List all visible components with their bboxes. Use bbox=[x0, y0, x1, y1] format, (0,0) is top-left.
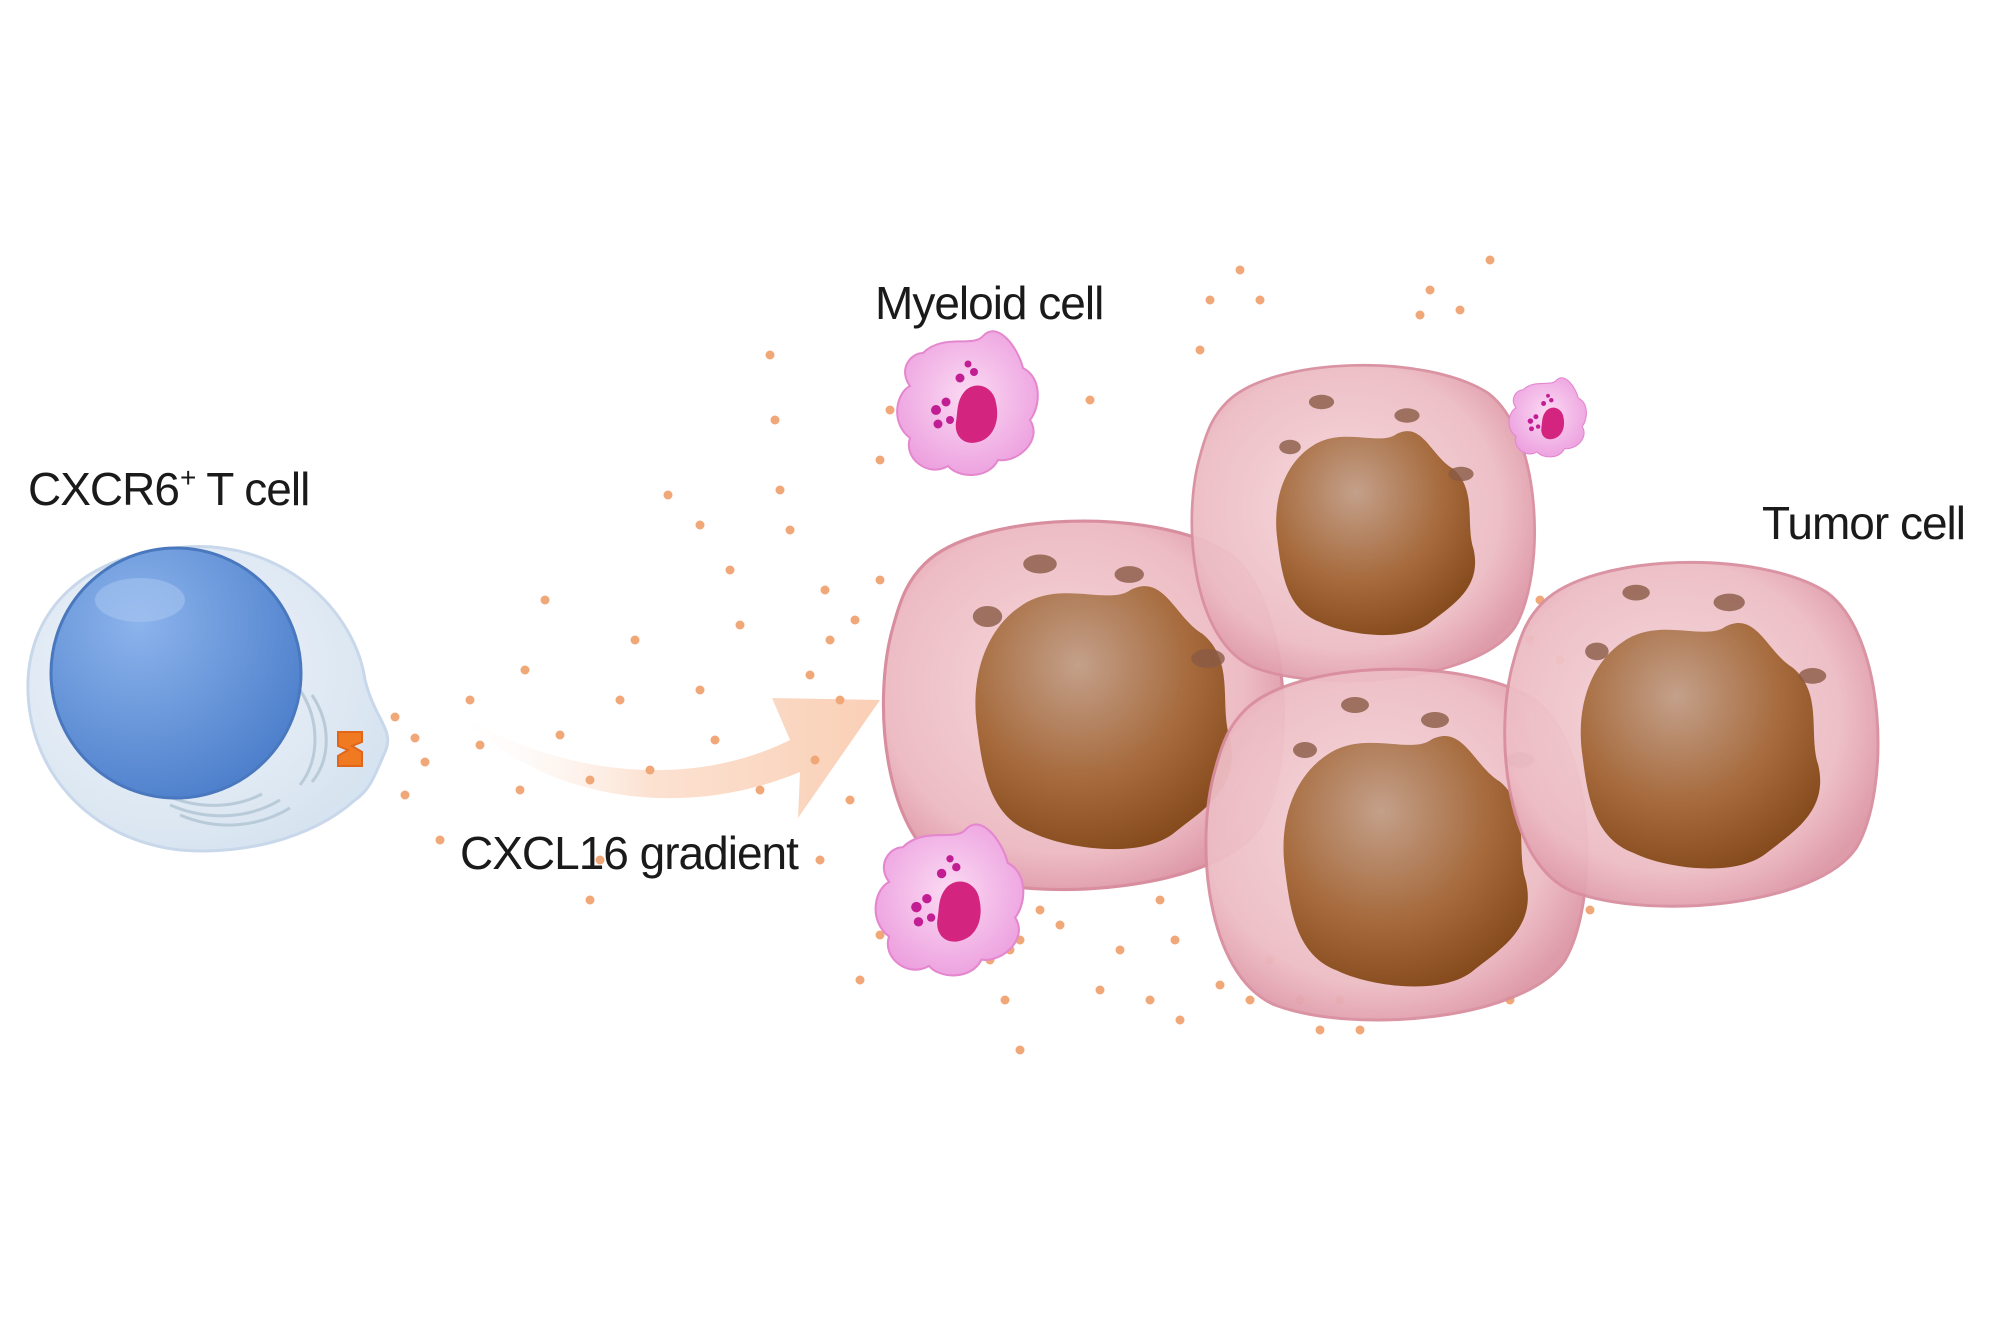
chemokine-dot bbox=[520, 665, 530, 675]
chemokine-dot bbox=[1055, 920, 1065, 930]
gradient-arrow bbox=[460, 698, 880, 818]
chemokine-dot bbox=[555, 730, 565, 740]
chemokine-dot bbox=[1485, 255, 1495, 265]
chemokine-dot bbox=[735, 620, 745, 630]
chemokine-dot bbox=[855, 975, 865, 985]
chemokine-dot bbox=[1315, 1025, 1325, 1035]
myeloid-cell bbox=[1508, 377, 1587, 458]
chemokine-dot bbox=[1095, 985, 1105, 995]
chemokine-dot bbox=[585, 895, 595, 905]
chemokine-dot bbox=[390, 712, 400, 722]
cxcr6-receptor bbox=[337, 731, 363, 767]
chemokine-dot bbox=[585, 775, 595, 785]
chemokine-dot bbox=[815, 855, 825, 865]
chemokine-dot bbox=[725, 565, 735, 575]
chemokine-dot bbox=[695, 520, 705, 530]
myeloid-cell bbox=[874, 823, 1025, 977]
chemokine-dot bbox=[1000, 995, 1010, 1005]
chemokine-dot bbox=[630, 635, 640, 645]
chemokine-dot bbox=[785, 525, 795, 535]
golgi-apparatus bbox=[164, 689, 328, 827]
chemokine-dot bbox=[695, 685, 705, 695]
chemokine-dot bbox=[875, 455, 885, 465]
chemokine-dot bbox=[710, 735, 720, 745]
chemokine-dot bbox=[770, 415, 780, 425]
chemokine-dot bbox=[810, 755, 820, 765]
chemokine-dot bbox=[1215, 980, 1225, 990]
chemokine-dot bbox=[1115, 945, 1125, 955]
t-cell bbox=[26, 545, 390, 853]
tumor-cluster bbox=[881, 363, 1880, 1022]
t-cell-label: CXCR6+ T cell bbox=[28, 462, 310, 516]
chemokine-dot bbox=[820, 585, 830, 595]
chemokine-dot bbox=[835, 695, 845, 705]
t-cell-nucleus bbox=[49, 546, 303, 800]
chemokine-dot bbox=[1235, 265, 1245, 275]
tumor-cell bbox=[1190, 363, 1537, 683]
chemokine-dot bbox=[1455, 305, 1465, 315]
tumor-cell bbox=[881, 519, 1286, 892]
tumor-cell bbox=[1503, 560, 1880, 908]
gradient-label: CXCL16 gradient bbox=[460, 827, 799, 879]
chemokine-dot bbox=[645, 765, 655, 775]
t-cell-label-suffix: T cell bbox=[195, 463, 310, 515]
nucleus-highlight bbox=[95, 578, 185, 622]
chemokine-dot bbox=[1195, 345, 1205, 355]
chemokine-dot bbox=[1255, 295, 1265, 305]
chemokine-dot bbox=[755, 785, 765, 795]
chemokine-dot bbox=[1170, 935, 1180, 945]
chemokine-dot bbox=[1585, 905, 1595, 915]
chemokine-dot bbox=[1035, 905, 1045, 915]
chemokine-dot bbox=[1245, 995, 1255, 1005]
chemokine-dot bbox=[400, 790, 410, 800]
chemokine-dot bbox=[805, 670, 815, 680]
chemokine-dot bbox=[465, 695, 475, 705]
chemokine-dot bbox=[475, 740, 485, 750]
chemokine-dot bbox=[845, 795, 855, 805]
chemokine-dot bbox=[1425, 285, 1435, 295]
chemokine-dot bbox=[1085, 395, 1095, 405]
myeloid-cell-label: Myeloid cell bbox=[875, 277, 1104, 329]
chemokine-dot bbox=[1205, 295, 1215, 305]
chemokine-dot bbox=[1155, 895, 1165, 905]
chemokine-dot bbox=[775, 485, 785, 495]
chemokine-dot bbox=[765, 350, 775, 360]
chemokine-dot bbox=[850, 615, 860, 625]
chemokine-dot bbox=[595, 855, 605, 865]
chemokine-dot bbox=[1015, 1045, 1025, 1055]
chemokine-dot bbox=[825, 635, 835, 645]
t-cell-label-superscript: + bbox=[179, 462, 196, 493]
chemokine-dot bbox=[663, 490, 673, 500]
chemokine-dot bbox=[885, 405, 895, 415]
chemokine-dot bbox=[875, 575, 885, 585]
chemokine-dot bbox=[1175, 1015, 1185, 1025]
chemokine-dot bbox=[515, 785, 525, 795]
myeloid-cell bbox=[896, 330, 1039, 477]
chemokine-dot bbox=[615, 695, 625, 705]
tumor-cell-label: Tumor cell bbox=[1762, 497, 1966, 549]
chemokine-dot bbox=[1415, 310, 1425, 320]
chemokine-dot bbox=[420, 757, 430, 767]
t-cell-label-name: CXCR6 bbox=[28, 463, 180, 515]
chemokine-dot bbox=[540, 595, 550, 605]
chemokine-dot bbox=[1355, 1025, 1365, 1035]
chemokine-dot bbox=[435, 835, 445, 845]
chemokine-dot bbox=[1145, 995, 1155, 1005]
chemokine-dot bbox=[875, 930, 885, 940]
chemokine-dot bbox=[410, 733, 420, 743]
